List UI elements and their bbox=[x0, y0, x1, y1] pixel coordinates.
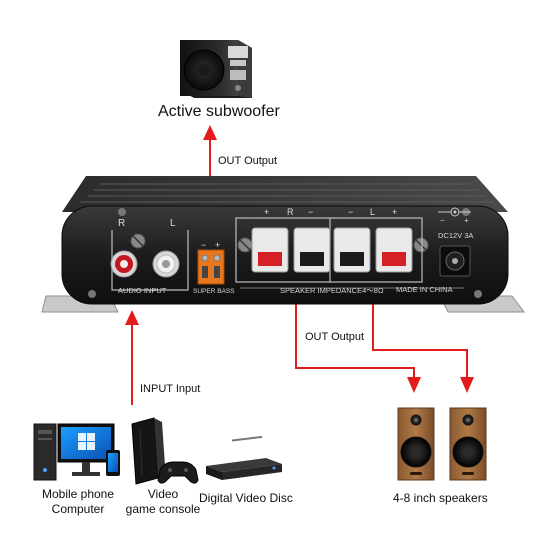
subwoofer-label: Active subwoofer bbox=[158, 103, 280, 120]
dvd-player-image bbox=[206, 435, 282, 480]
audio-input-label: AUDIO INPUT bbox=[118, 286, 167, 295]
speaker-sign-l-plus: + bbox=[392, 207, 398, 217]
speaker-sign-l-minus: − bbox=[348, 207, 354, 217]
input-label: INPUT Input bbox=[140, 383, 201, 395]
dc-minus-sign: − bbox=[440, 216, 445, 225]
computer-label-line1: Mobile phone bbox=[41, 487, 115, 501]
amplifier-image bbox=[41, 176, 525, 313]
out-output-top-label: OUT Output bbox=[218, 155, 278, 167]
arrow-input-from-devices bbox=[125, 310, 139, 405]
speaker-sign-r-minus: − bbox=[308, 207, 314, 217]
dc-plus-sign: + bbox=[464, 216, 469, 225]
speaker-sign-r: R bbox=[287, 207, 294, 217]
bass-plus-sign: + bbox=[215, 240, 221, 250]
console-label-line2: game console bbox=[125, 502, 201, 516]
speaker-impedance-label: SPEAKER IMPEDANCE4～8Ω bbox=[280, 286, 384, 295]
computer-image bbox=[33, 423, 120, 481]
speaker-sign-r-plus: + bbox=[264, 207, 270, 217]
console-label-line1: Video bbox=[147, 487, 179, 501]
speaker-sign-l: L bbox=[370, 207, 376, 217]
subwoofer-image bbox=[180, 40, 252, 98]
dc-rating-label: DC12V 3A bbox=[438, 231, 474, 240]
super-bass-label: SUPER BASS bbox=[193, 288, 235, 295]
bass-minus-sign: − bbox=[201, 240, 207, 250]
amp-l-label: L bbox=[170, 218, 176, 229]
made-in-label: MADE IN CHINA bbox=[396, 285, 453, 294]
game-console-image bbox=[131, 417, 199, 485]
dvd-label: Digital Video Disc bbox=[199, 491, 293, 505]
out-output-speakers-label: OUT Output bbox=[305, 331, 365, 343]
speakers-image bbox=[397, 407, 487, 481]
amp-r-label: R bbox=[118, 218, 126, 229]
arrow-out-to-speakers bbox=[295, 303, 474, 393]
computer-label-line2: Computer bbox=[51, 502, 105, 516]
speakers-label: 4-8 inch speakers bbox=[393, 491, 488, 505]
